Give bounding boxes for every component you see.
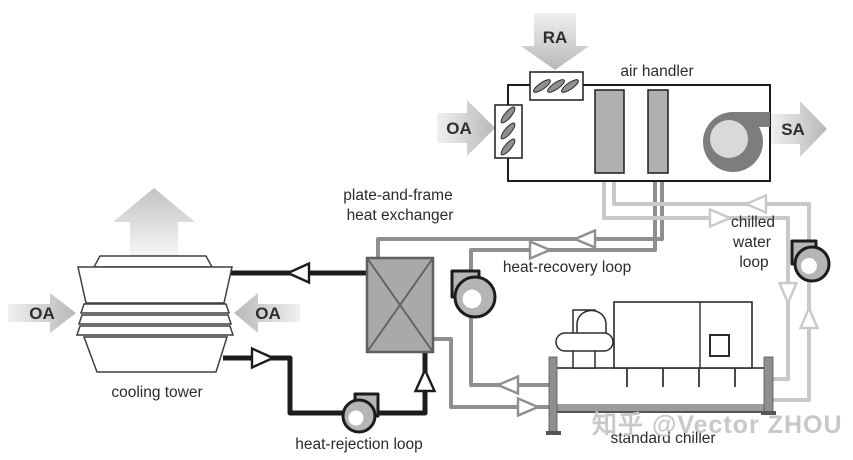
arrow-to-tower [285, 261, 311, 285]
standard-chiller [546, 301, 776, 435]
standard-chiller-label: standard chiller [610, 430, 715, 447]
chiller-pipe-arch [576, 309, 607, 336]
chiller-compressor-box [613, 301, 753, 369]
arrow-chw-from-coil [708, 207, 734, 229]
arrow-pump-to-coil [528, 239, 554, 261]
oa-flow-arrow-right [234, 293, 300, 333]
pump-chilled-water [790, 239, 831, 283]
watermark: 知乎 @Vector ZHOU [592, 411, 843, 439]
ra-label: RA [543, 28, 568, 47]
cooling-tower-basin [82, 336, 229, 373]
arrow-chw-return-down [777, 281, 799, 307]
pipe-heat-recovery-coil-to-hx [376, 176, 664, 259]
oa-flow-arrow-ahu [437, 100, 495, 156]
pump-heat-recovery-eye [462, 289, 482, 309]
oa-flow-arrow-left [8, 293, 76, 333]
cooling-tower-louver-band [75, 325, 235, 336]
sa-label: SA [781, 120, 805, 139]
cooling-tower-body [77, 266, 233, 304]
heat-recovery-coil [594, 89, 625, 174]
chilled-water-coil [647, 89, 669, 174]
cooling-tower-fan-cowl [92, 255, 214, 268]
chilled-water-loop-label-line1: chilled [731, 214, 775, 231]
chiller-barrel-shadow [557, 404, 769, 411]
pump-heat-rejection-eye [348, 410, 364, 426]
heat-exchanger-label-line1: plate-and-frame [343, 187, 452, 204]
pump-heat-rejection [341, 392, 380, 434]
heat-exchanger-label-line2: heat exchanger [347, 207, 454, 224]
arrow-chw-supply-up [798, 304, 820, 330]
cooling-tower-louver-band [77, 314, 233, 325]
tower-exhaust-arrow [113, 188, 195, 257]
heat-rejection-loop-label: heat-rejection loop [295, 436, 423, 453]
chiller-panel-square [709, 334, 730, 357]
arrow-coil-to-hx [571, 228, 597, 250]
pipe-heat-recovery-hx-to-chiller [432, 337, 552, 409]
cooling-tower [75, 255, 235, 373]
pipe-chilled-supply [612, 176, 811, 402]
pipe-chilled-return [602, 176, 790, 381]
oa-label-ahu: OA [446, 119, 472, 138]
cooling-tower-louver-band [79, 303, 231, 314]
arrow-into-hx-bottom [413, 367, 437, 393]
arrow-hx-to-chiller [516, 396, 542, 418]
oa-label-right: OA [255, 304, 281, 323]
arrow-chw-to-coil [742, 193, 768, 215]
heat-recovery-loop-label: heat-recovery loop [503, 259, 631, 276]
chiller-left-flange [548, 356, 558, 435]
pump-heat-recovery [450, 269, 497, 319]
cooling-tower-label: cooling tower [111, 384, 202, 401]
ra-flow-arrow [521, 13, 589, 70]
supply-fan-icon [703, 112, 770, 172]
sa-flow-arrow [770, 101, 827, 157]
arrow-from-tower [250, 346, 276, 370]
chilled-water-loop-label-line2: water [732, 234, 771, 251]
oa-damper-louver [494, 104, 523, 159]
chiller-right-flange [763, 356, 774, 415]
oa-label-left: OA [29, 304, 55, 323]
air-handler [494, 71, 771, 182]
chilled-water-loop-label-line3: loop [739, 254, 768, 271]
plate-heat-exchanger [365, 256, 435, 354]
ra-damper-louver [529, 71, 584, 101]
chiller-pipe-capsule [555, 332, 614, 352]
air-handler-label: air handler [620, 63, 693, 80]
arrow-chiller-to-pump [494, 374, 520, 396]
pump-chilled-water-eye [801, 258, 817, 274]
